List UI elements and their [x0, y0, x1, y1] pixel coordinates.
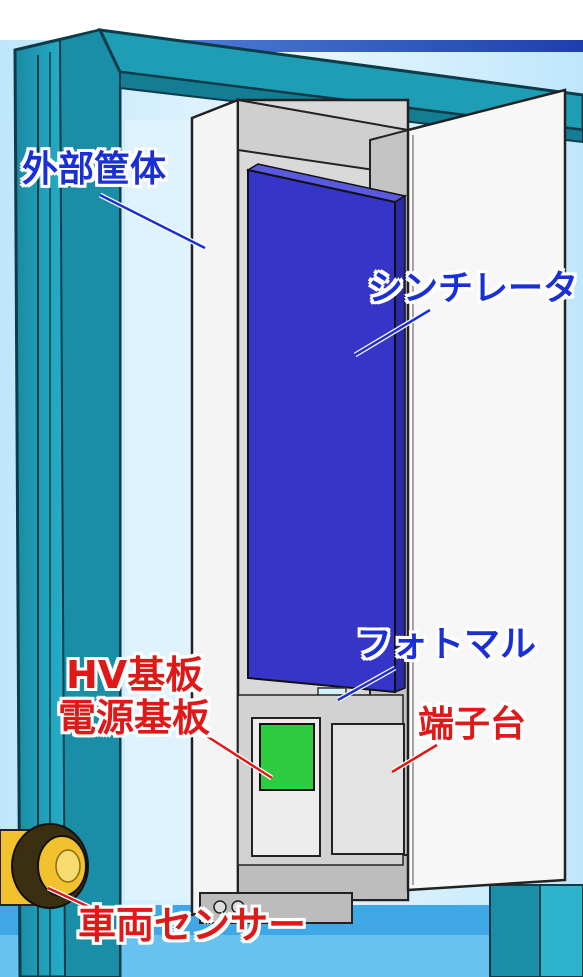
hv-board-leader [204, 733, 273, 780]
power-board-label: 電源基板 [58, 696, 211, 740]
hv-board-label: HV基板 [66, 653, 204, 697]
scintillator-label: シンチレータ [368, 269, 579, 309]
terminal-block-label: 端子台 [418, 704, 527, 745]
glow-panel [125, 120, 190, 900]
vehicle-sensor-leader [47, 886, 101, 914]
terminal-block [331, 723, 405, 855]
right-pillar [489, 884, 541, 977]
vehicle-sensor-label: 車両センサー [78, 903, 307, 947]
bolt [231, 900, 245, 914]
cabinet-door [406, 88, 567, 892]
left-pillar-face [58, 28, 121, 977]
right-pillar-light [539, 884, 583, 977]
hv-board [259, 723, 315, 791]
housing-label: 外部筐体 [22, 149, 167, 190]
scintillator [247, 168, 396, 694]
top-beam [97, 28, 583, 132]
scintillator-leader [354, 308, 431, 357]
terminal-block-leader [391, 743, 438, 774]
bolt [213, 900, 227, 914]
cabinet-front-frame [190, 98, 240, 917]
photomultiplier-label: フォトマル [356, 624, 537, 665]
housing-leader [99, 193, 206, 250]
photomultiplier-leader [337, 666, 396, 702]
vehicle-sensor-lens-inner [55, 849, 81, 883]
